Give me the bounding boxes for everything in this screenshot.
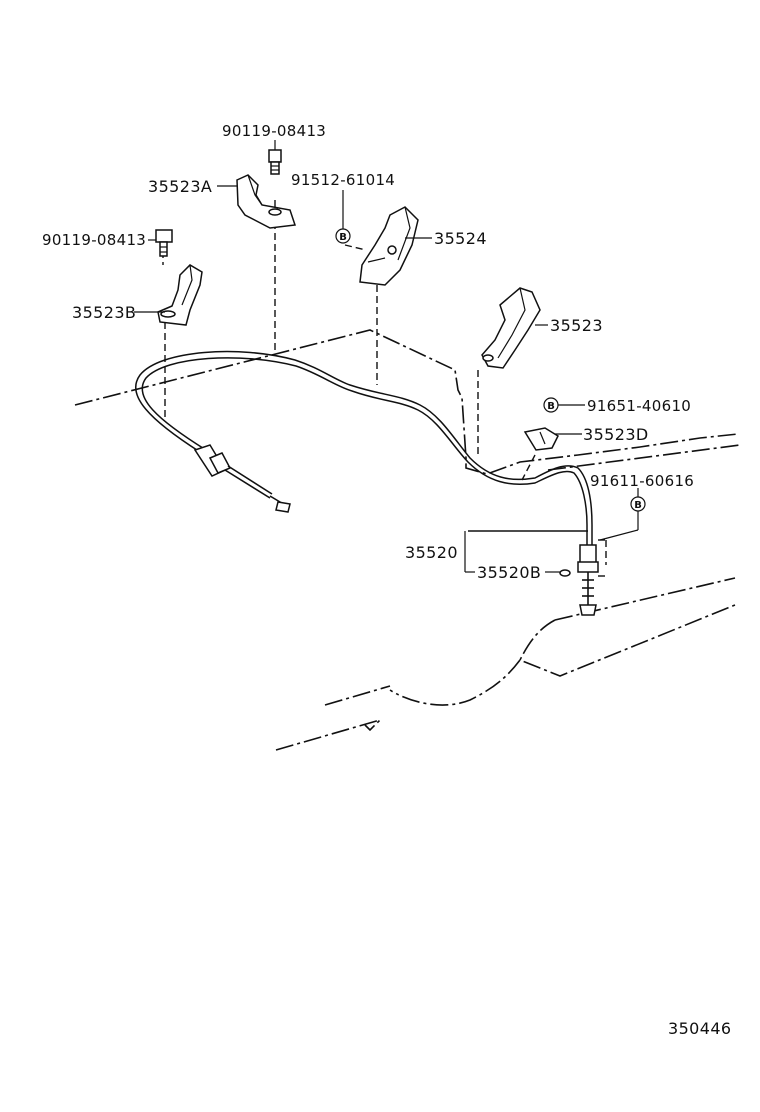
svg-text:B: B [339, 232, 347, 243]
diagram-id: 350446 [668, 1019, 731, 1038]
label-35524: 35524 [434, 229, 487, 248]
vehicle-body-outline [74, 329, 741, 751]
label-35523: 35523 [550, 316, 603, 335]
badge-b-91611-icon: B [630, 496, 646, 512]
hood-release-cable [134, 350, 599, 616]
label-35523b: 35523B [72, 303, 136, 322]
label-91611-60616: 91611-60616 [590, 472, 694, 490]
label-35520b: 35520B [477, 563, 541, 582]
label-35520: 35520 [405, 543, 458, 562]
bracket-35524-icon [359, 206, 419, 286]
label-bolt-upper: 90119-08413 [222, 122, 326, 140]
svg-text:B: B [634, 500, 642, 511]
bolt-upper-icon [268, 149, 282, 175]
badge-b-91651-icon: B [543, 397, 559, 413]
label-35523d: 35523D [583, 425, 649, 444]
label-35523a: 35523A [148, 177, 212, 196]
bracket-35523a-icon [236, 174, 297, 229]
label-91512-61014: 91512-61014 [291, 171, 395, 189]
clip-35520b-icon [559, 569, 571, 577]
label-bolt-left: 90119-08413 [42, 231, 146, 249]
bolt-left-icon [155, 229, 173, 257]
bracket-35523b-icon [157, 264, 203, 326]
bracket-35523d-icon [523, 427, 559, 451]
leader-lines [134, 140, 639, 573]
svg-text:B: B [547, 401, 555, 412]
label-91651-40610: 91651-40610 [587, 397, 691, 415]
bracket-35523-icon [481, 287, 541, 369]
badge-b-91512-icon: B [335, 228, 351, 244]
